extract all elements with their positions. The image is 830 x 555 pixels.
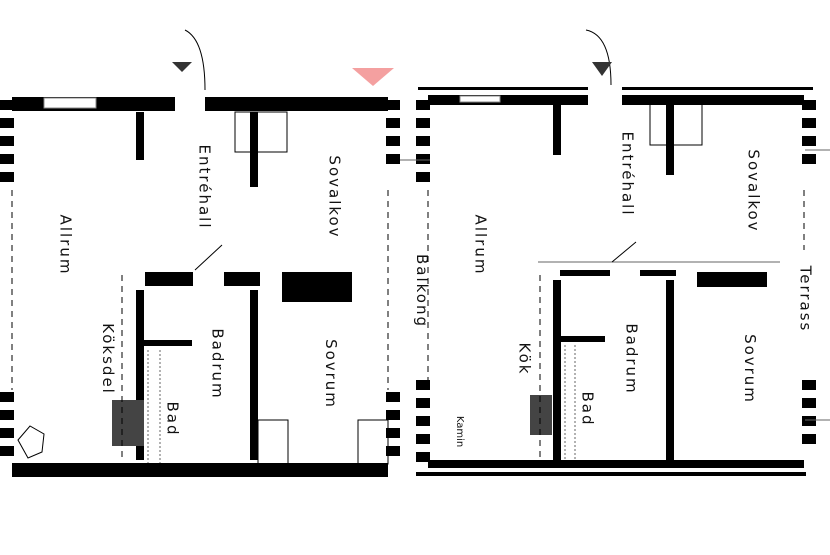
room-label-bathroom-left: Badrum xyxy=(208,328,227,400)
entry-marker-right xyxy=(592,62,612,76)
right-plan xyxy=(416,86,816,476)
wall-bottom xyxy=(12,463,388,477)
room-label-bath-right: Bad xyxy=(578,391,597,427)
room-label-bedroom-right: Sovrum xyxy=(740,334,759,404)
room-label-living-right: Allrum xyxy=(471,214,490,276)
arrow-indicator xyxy=(352,68,394,86)
room-label-bathroom-right: Badrum xyxy=(622,323,641,395)
left-plan xyxy=(0,96,400,477)
room-label-balcony: Balkong xyxy=(413,253,432,329)
room-label-alcove-left: Sovalkov xyxy=(325,155,344,239)
room-label-fireplace: Kamin xyxy=(454,415,466,448)
room-label-living-left: Allrum xyxy=(56,214,75,276)
room-label-terrace: Terrass xyxy=(796,265,815,333)
room-label-hall-right: Entréhall xyxy=(618,131,637,217)
room-label-hall-left: Entréhall xyxy=(195,144,214,230)
room-label-bath-left: Bad xyxy=(163,401,182,437)
room-label-bedroom-left: Sovrum xyxy=(321,339,340,409)
stove xyxy=(530,395,552,435)
room-label-kitchen-right: Kök xyxy=(515,342,534,376)
entry-door-gap xyxy=(175,96,205,112)
room-label-kitchen-left: Köksdel xyxy=(98,323,117,395)
room-label-alcove-right: Sovalkov xyxy=(744,149,763,233)
entry-marker-left xyxy=(172,62,192,72)
stove xyxy=(112,400,144,446)
window xyxy=(43,97,97,109)
